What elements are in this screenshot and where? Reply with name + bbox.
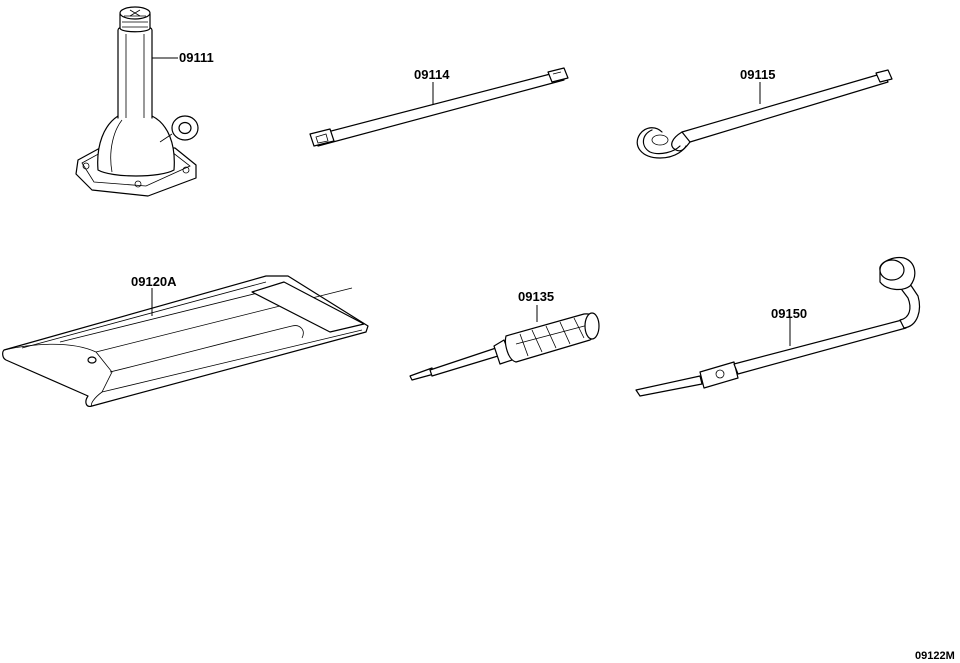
screwdriver-illustration	[409, 312, 600, 381]
extension-bar-illustration	[309, 67, 569, 147]
jack-handle-illustration	[636, 69, 893, 159]
jack-illustration	[75, 6, 199, 197]
part-label-wheel-nut-wrench: 09150	[771, 306, 807, 321]
tool-bag-illustration	[2, 275, 369, 407]
wheel-nut-wrench-illustration	[635, 257, 921, 397]
figure-code: 09122M	[915, 650, 955, 662]
part-label-jack-handle: 09115	[740, 67, 775, 82]
part-label-extension-bar: 09114	[414, 67, 450, 82]
part-label-jack: 09111	[179, 50, 214, 65]
part-label-screwdriver: 09135	[518, 289, 554, 304]
part-label-tool-bag: 09120A	[131, 274, 177, 289]
